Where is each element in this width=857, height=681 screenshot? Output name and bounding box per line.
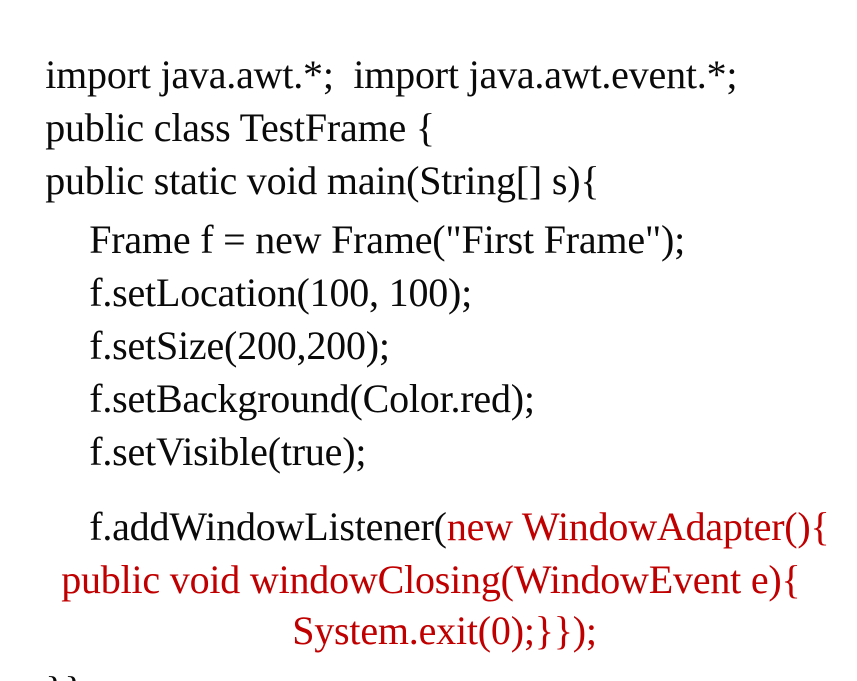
code-line-8: f.setVisible(true);	[0, 383, 857, 521]
code-line-3: public static void main(String[] s){	[0, 112, 857, 250]
code-line-11: System.exit(0);}});	[0, 562, 857, 681]
code-line-7: f.setBackground(Color.red);	[0, 330, 857, 468]
code-line-9: f.addWindowListener(new WindowAdapter(){	[0, 458, 857, 596]
code-line-4: Frame f = new Frame("First Frame");	[0, 171, 857, 309]
code-line-6: f.setSize(200,200);	[0, 277, 857, 415]
code-segment: f.addWindowListener(	[89, 504, 447, 549]
code-segment-highlighted: new WindowAdapter(){	[446, 504, 830, 549]
code-line-2: public class TestFrame {	[0, 59, 857, 197]
code-segment: import java.awt.*; import java.awt.event…	[45, 52, 738, 97]
code-segment-highlighted: System.exit(0);}});	[292, 608, 597, 653]
code-line-12: }}	[0, 622, 857, 681]
code-line-1: import java.awt.*; import java.awt.event…	[0, 6, 857, 144]
code-segment: f.setLocation(100, 100);	[89, 270, 473, 315]
code-segment: f.setBackground(Color.red);	[89, 376, 535, 421]
code-line-10: public void windowClosing(WindowEvent e)…	[0, 511, 857, 649]
code-segment: public class TestFrame {	[45, 105, 435, 150]
code-segment: Frame f = new Frame("First Frame");	[89, 217, 686, 262]
code-segment-highlighted: public void windowClosing(WindowEvent e)…	[61, 557, 801, 602]
code-segment: f.setVisible(true);	[89, 429, 367, 474]
code-segment: f.setSize(200,200);	[89, 323, 390, 368]
code-segment: }}	[45, 668, 83, 681]
code-line-5: f.setLocation(100, 100);	[0, 224, 857, 362]
code-segment: public static void main(String[] s){	[45, 158, 600, 203]
